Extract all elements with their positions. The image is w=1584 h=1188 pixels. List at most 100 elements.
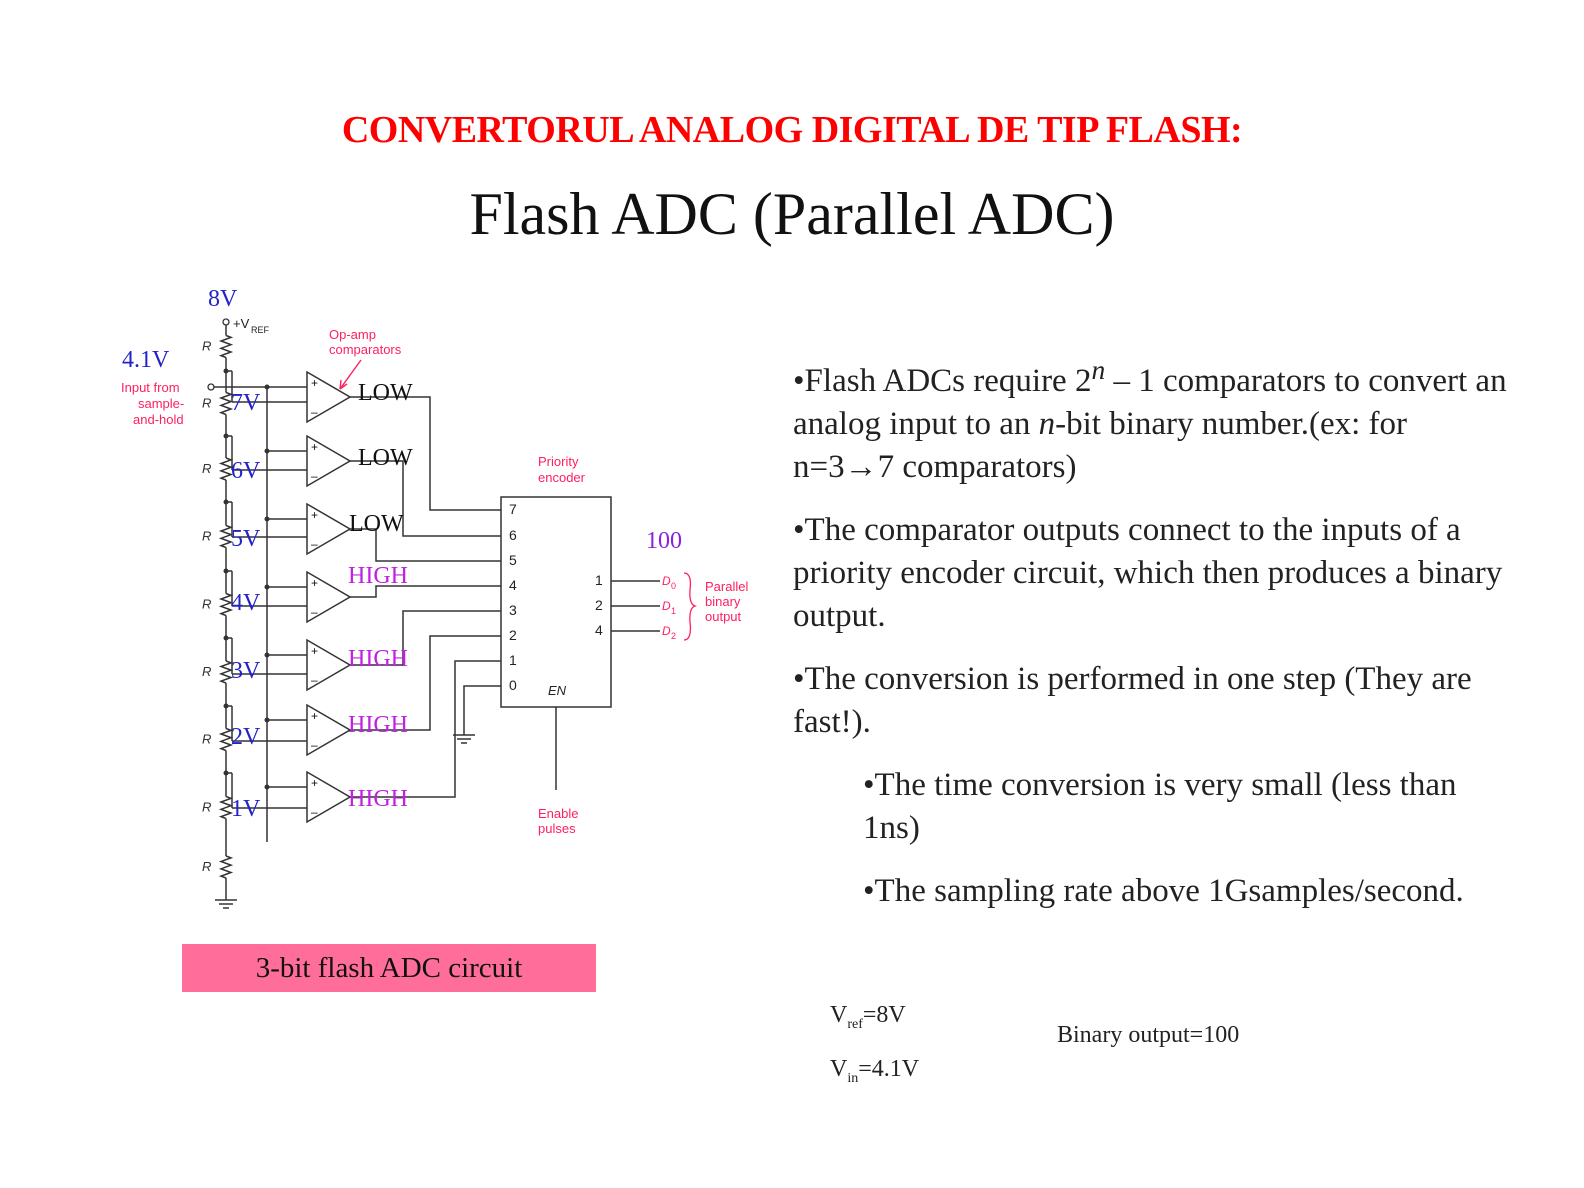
resistor-2	[218, 391, 234, 416]
output-label-line: binary	[705, 594, 741, 609]
junction-dot	[223, 770, 229, 776]
tap-voltage-label: 1V	[231, 796, 261, 822]
encoder-output-pin: 2	[595, 597, 603, 613]
comparator-2	[306, 703, 352, 757]
encoder-output-pin: 1	[595, 572, 603, 588]
comparator-output-wire-4	[350, 585, 501, 598]
encoder-label-line: Priority	[538, 454, 579, 469]
output-bit-subscript: 2	[671, 631, 676, 641]
comparator-plus-sign: +	[311, 508, 318, 522]
comparator-output-wire-7	[350, 396, 501, 511]
junction-dot	[223, 433, 229, 439]
encoder-input-pin: 4	[509, 577, 517, 593]
output-value: 100	[646, 528, 682, 554]
output-bit-name: D	[662, 624, 671, 638]
opamp-label-line: comparators	[329, 342, 402, 357]
input-label-line: sample-	[138, 396, 184, 411]
comparator-minus-sign: –	[311, 537, 318, 551]
output-brace	[683, 572, 698, 641]
output-label-line: Parallel	[705, 579, 748, 594]
encoder-label-line: encoder	[538, 470, 586, 485]
flash-adc-circuit-diagram: RRRRRRRRR+–+–+–+–+–+–+–7V6V5V4V3V2V1VLOW…	[121, 286, 748, 909]
bullet-comparator-count: •Flash ADCs require 2n – 1 comparators t…	[793, 354, 1507, 485]
tap-voltage-label: 3V	[231, 658, 261, 684]
tap-voltage-label: 2V	[231, 724, 261, 750]
resistor-9	[218, 855, 234, 879]
encoder-input-0-wire	[463, 685, 501, 727]
encoder-input-pin: 3	[509, 602, 517, 618]
resistor-8	[218, 795, 234, 820]
comparator-output-wire-3	[350, 610, 501, 666]
comparator-minus-sign: –	[311, 405, 318, 419]
encoder-input-pin: 0	[509, 677, 517, 693]
junction-dot	[264, 784, 270, 790]
comparator-plus-sign: +	[311, 709, 318, 723]
comparator-minus-sign: –	[311, 805, 318, 819]
vref-value: 8V	[208, 286, 238, 312]
resistor-label: R	[202, 859, 211, 874]
output-bit-subscript: 1	[671, 606, 676, 616]
input-label-line: and-hold	[133, 412, 184, 427]
input-label-line: Input from	[121, 380, 180, 395]
junction-dot	[264, 717, 270, 723]
tap-voltage-label: 6V	[231, 458, 261, 484]
vref-equation: Vref=8V	[830, 1002, 906, 1032]
resistor-label: R	[202, 597, 211, 612]
comparator-5	[306, 502, 352, 556]
tap-voltage-label: 5V	[231, 526, 261, 552]
comparator-3	[306, 638, 352, 692]
opamp-pointer-arrow	[339, 359, 362, 390]
resistor-label: R	[202, 529, 211, 544]
enable-label-line: pulses	[538, 821, 576, 836]
junction-dot	[223, 703, 229, 709]
comparator-plus-sign: +	[311, 440, 318, 454]
resistor-6	[218, 660, 234, 684]
encoder-input-pin: 6	[509, 527, 517, 543]
tap-voltage-label: 7V	[231, 390, 261, 416]
comparator-output-7: LOW	[358, 380, 413, 406]
vin-equation: Vin=4.1V	[830, 1056, 920, 1086]
resistor-5	[218, 592, 234, 617]
encoder-input-pin: 5	[509, 552, 517, 568]
junction-dot	[264, 652, 270, 658]
vref-subscript: REF	[251, 325, 270, 335]
opamp-label-line: Op-amp	[329, 327, 376, 342]
page-title: CONVERTORUL ANALOG DIGITAL DE TIP FLASH:	[341, 109, 1243, 151]
encoder-input-pin: 7	[509, 501, 517, 517]
resistor-label: R	[202, 461, 211, 476]
bullet-encoder: •The comparator outputs connect to the i…	[793, 512, 1503, 634]
junction-dot	[223, 635, 229, 641]
comparator-output-wire-5	[350, 528, 501, 562]
comparator-minus-sign: –	[311, 469, 318, 483]
resistor-1	[218, 334, 234, 359]
junction-dot	[264, 384, 270, 390]
comparator-output-wire-2	[350, 635, 501, 731]
terminal-node	[207, 383, 215, 391]
comparator-output-1: HIGH	[348, 786, 408, 812]
comparator-output-5: LOW	[349, 511, 404, 537]
enable-label-line: Enable	[538, 806, 578, 821]
comparator-6	[306, 434, 352, 488]
comparator-plus-sign: +	[311, 644, 318, 658]
resistor-label: R	[202, 396, 211, 411]
comparator-output-2: HIGH	[348, 712, 408, 738]
resistor-7	[218, 727, 234, 752]
binary-output-equation: Binary output=100	[1057, 1022, 1240, 1048]
output-bit-name: D	[662, 599, 671, 613]
junction-dot	[223, 568, 229, 574]
comparator-minus-sign: –	[311, 673, 318, 687]
junction-dot	[264, 516, 270, 522]
resistor-3	[218, 457, 234, 481]
bullet-one-step: •The conversion is performed in one step…	[793, 661, 1472, 740]
output-label-line: output	[705, 609, 742, 624]
comparator-plus-sign: +	[311, 376, 318, 390]
output-bit-subscript: 0	[671, 581, 676, 591]
comparator-output-wire-6	[350, 460, 501, 537]
bullet-conversion-time: •The time conversion is very small (less…	[863, 767, 1457, 846]
resistor-label: R	[202, 664, 211, 679]
vin-value: 4.1V	[122, 347, 170, 373]
comparator-output-4: HIGH	[348, 563, 408, 589]
page-subtitle: Flash ADC (Parallel ADC)	[469, 181, 1115, 247]
encoder-input-pin: 1	[509, 652, 517, 668]
resistor-label: R	[202, 339, 211, 354]
